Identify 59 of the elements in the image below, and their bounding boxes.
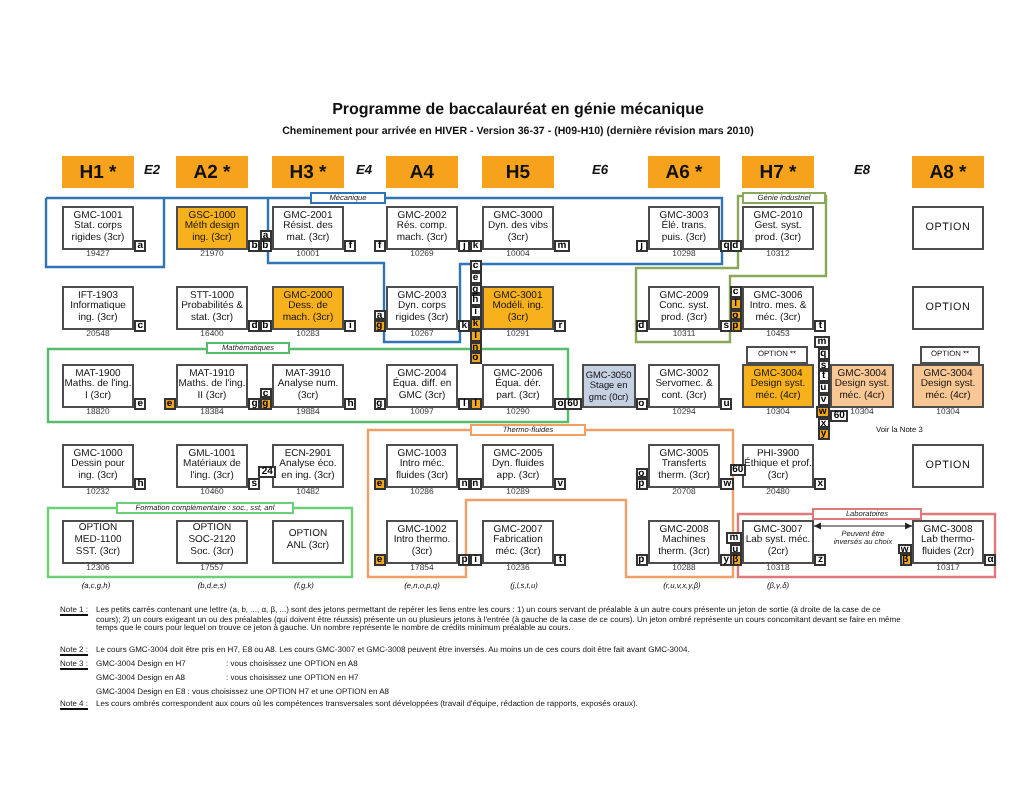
course-box: [648, 444, 720, 488]
option-box: [920, 345, 980, 363]
option-box: [272, 520, 344, 564]
option-box: [62, 520, 134, 564]
course-box: [648, 286, 720, 330]
group-frame: [46, 500, 354, 579]
course-box: [482, 364, 554, 408]
course-box: [386, 520, 458, 564]
option-box: [912, 206, 984, 250]
course-box: [742, 444, 814, 488]
course-box: [482, 520, 554, 564]
course-box: [830, 364, 894, 408]
group-frame: [46, 341, 570, 423]
course-box: [386, 286, 458, 330]
diagram-title: Programme de baccalauréat en génie mécanique: [332, 100, 704, 120]
semester-header: [482, 156, 554, 188]
course-box: [176, 364, 248, 408]
semester-header: [386, 156, 458, 188]
semester-code: A8 *: [929, 161, 967, 183]
semester-code: A4: [409, 161, 435, 183]
semester-code: H5: [505, 161, 531, 183]
semester-code: H7 *: [759, 161, 797, 183]
course-box: [272, 444, 344, 488]
course-box: [176, 444, 248, 488]
course-box: [62, 444, 134, 488]
semester-header: [742, 156, 814, 188]
course-box: [62, 364, 134, 408]
course-box: [386, 444, 458, 488]
course-box: [648, 206, 720, 250]
course-box: [62, 206, 134, 250]
course-box: [912, 520, 984, 564]
semester-code: H3 *: [289, 161, 327, 183]
course-box: [482, 206, 554, 250]
semester-header: [272, 156, 344, 188]
course-box: [272, 206, 344, 250]
course-box: [648, 364, 720, 408]
option-box: [746, 345, 808, 363]
double-arrow: [813, 522, 913, 530]
semester-code: A2 *: [193, 161, 231, 183]
option-box: [912, 286, 984, 330]
course-box: [482, 444, 554, 488]
course-box: [912, 364, 984, 408]
semester-code: H1 *: [79, 161, 117, 183]
option-box: [912, 444, 984, 488]
course-box: [386, 364, 458, 408]
semester-header: [176, 156, 248, 188]
course-box: [582, 364, 636, 408]
course-box: [272, 364, 344, 408]
semester-header: [912, 156, 984, 188]
semester-header: [62, 156, 134, 188]
course-box: [648, 520, 720, 564]
course-box: [742, 206, 814, 250]
course-box: [742, 520, 814, 564]
course-box: [742, 286, 814, 330]
option-box: [176, 520, 248, 564]
semester-code: A6 *: [665, 161, 703, 183]
semester-header: [648, 156, 720, 188]
course-box: [386, 206, 458, 250]
course-box: [742, 364, 814, 408]
